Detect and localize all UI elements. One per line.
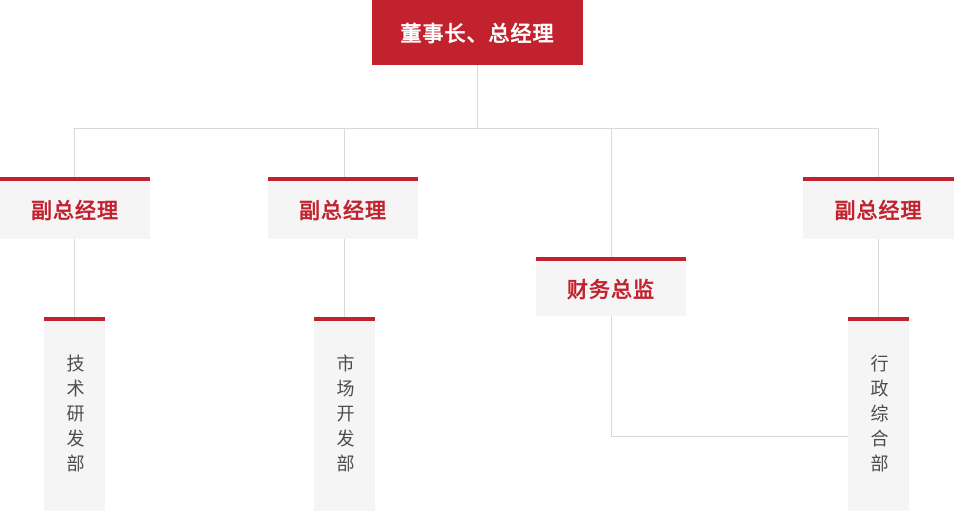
connector-deputy-gm-2-to-market-dev <box>344 239 345 317</box>
org-node-finance-director: 财务总监 <box>536 257 686 316</box>
org-node-chairman-gm-label: 董事长、总经理 <box>400 22 555 46</box>
org-node-market-dev-dept: 市场开发部 <box>314 317 375 511</box>
org-node-deputy-gm-3: 副总经理 <box>803 177 954 239</box>
connector-finance-director-elbow-horizontal <box>611 436 848 437</box>
org-node-deputy-gm-2-label: 副总经理 <box>299 200 387 223</box>
connector-root-drop <box>477 65 478 128</box>
org-node-deputy-gm-2: 副总经理 <box>268 177 418 239</box>
connector-drop-finance-director <box>611 128 612 257</box>
org-node-deputy-gm-1-label: 副总经理 <box>31 200 119 223</box>
connector-drop-deputy-gm-1 <box>74 128 75 177</box>
connector-trunk <box>74 128 879 129</box>
connector-deputy-gm-1-to-tech-rd <box>74 239 75 317</box>
connector-drop-deputy-gm-3 <box>878 128 879 177</box>
org-node-finance-director-label: 财务总监 <box>567 278 655 302</box>
org-node-tech-rd-dept-label: 技术研发部 <box>64 353 85 479</box>
org-node-admin-general-dept: 行政综合部 <box>848 317 909 511</box>
org-node-chairman-gm: 董事长、总经理 <box>372 0 583 65</box>
org-node-market-dev-dept-label: 市场开发部 <box>334 353 355 479</box>
connector-deputy-gm-3-to-admin-general <box>878 239 879 317</box>
org-node-tech-rd-dept: 技术研发部 <box>44 317 105 511</box>
connector-drop-deputy-gm-2 <box>344 128 345 177</box>
connector-finance-director-elbow-vertical <box>611 316 612 436</box>
org-node-deputy-gm-1: 副总经理 <box>0 177 150 239</box>
org-node-admin-general-dept-label: 行政综合部 <box>868 353 889 479</box>
org-node-deputy-gm-3-label: 副总经理 <box>834 200 923 223</box>
